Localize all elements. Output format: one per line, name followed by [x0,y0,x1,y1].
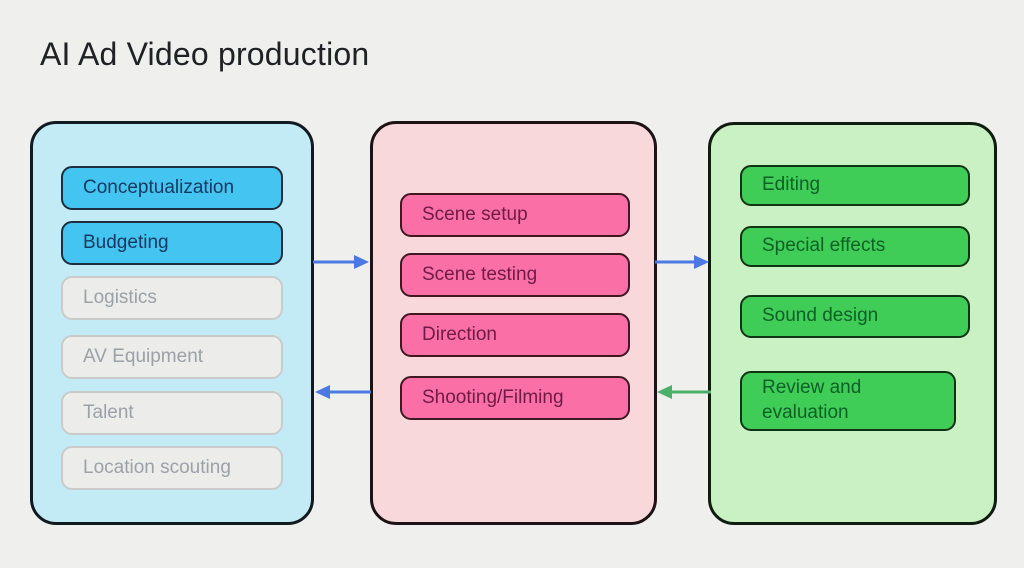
node-talent: Talent [61,391,283,435]
node-special-effects: Special effects [740,226,970,267]
node-direction: Direction [400,313,630,357]
node-scene-testing: Scene testing [400,253,630,297]
node-location-scouting: Location scouting [61,446,283,490]
node-shooting-filming: Shooting/Filming [400,376,630,420]
node-logistics: Logistics [61,276,283,320]
node-av-equipment: AV Equipment [61,335,283,379]
node-conceptualization: Conceptualization [61,166,283,210]
panel-column-3: Editing Special effects Sound design Rev… [708,122,997,525]
arrow-left-col2-to-col1-icon [315,385,371,399]
node-scene-setup: Scene setup [400,193,630,237]
node-sound-design: Sound design [740,295,970,338]
panel-column-1: Conceptualization Budgeting Logistics AV… [30,121,314,525]
arrow-left-col3-to-col2-icon [657,385,711,399]
panel-column-2: Scene setup Scene testing Direction Shoo… [370,121,657,525]
arrow-right-col1-to-col2-icon [313,255,369,269]
node-editing: Editing [740,165,970,206]
page-title: AI Ad Video production [40,36,370,72]
arrow-right-col2-to-col3-icon [655,255,709,269]
node-budgeting: Budgeting [61,221,283,265]
node-review-and-evaluation: Review and evaluation [740,371,956,431]
